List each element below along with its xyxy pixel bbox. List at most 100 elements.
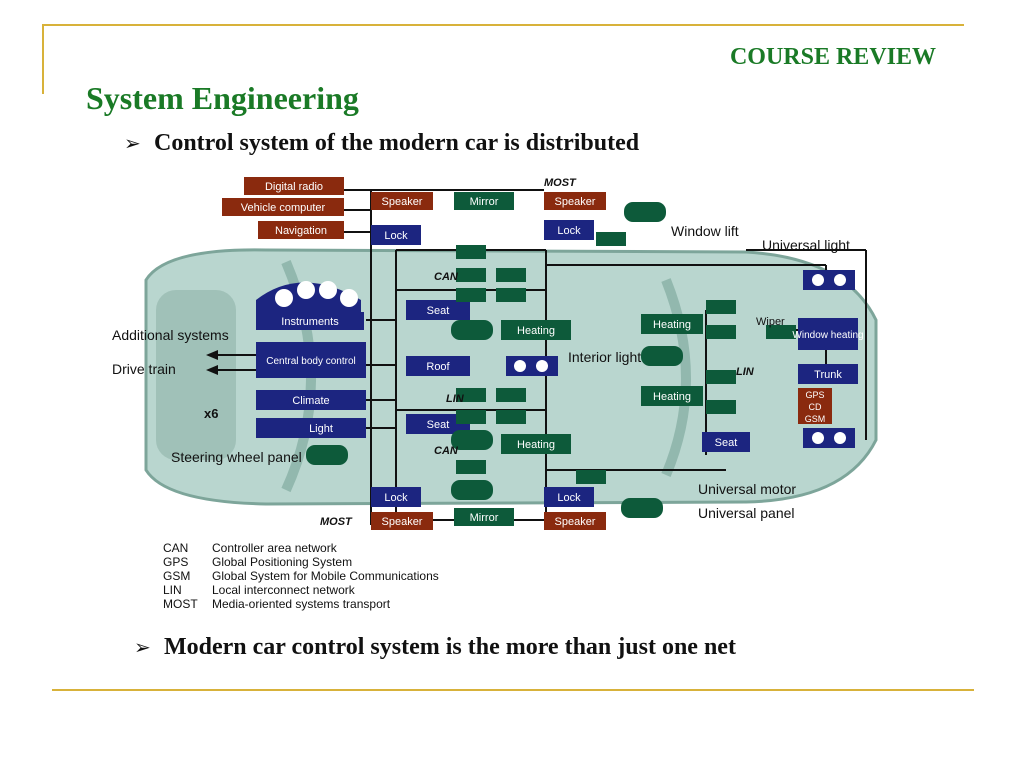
bullet-arrow-icon: ➢ <box>134 635 151 659</box>
lamp-icon <box>536 360 548 372</box>
heating-right-front-label: Heating <box>653 319 691 331</box>
lock-rear-left-label: Lock <box>384 492 408 504</box>
wiper-label: Wiper <box>756 316 785 328</box>
speaker-front-left-label: Speaker <box>382 196 423 208</box>
can-bus-label: CAN <box>434 271 459 283</box>
gauge-icon <box>340 289 358 307</box>
lamp-icon <box>812 432 824 444</box>
seat-right-label: Seat <box>715 437 738 449</box>
climate-box <box>256 390 366 410</box>
lock-rear-right-label: Lock <box>557 492 581 504</box>
interior-light-box <box>506 356 558 376</box>
gauge-icon <box>297 281 315 299</box>
legend-abbr: LIN <box>163 583 182 597</box>
lock-front-left-label: Lock <box>384 230 408 242</box>
vehicle-computer-box <box>222 198 344 216</box>
climate-label: Climate <box>292 395 329 407</box>
heating-front-label: Heating <box>517 325 555 337</box>
dash-modules: Instruments Central body control Climate… <box>256 281 366 438</box>
window-lift-label: Window lift <box>671 223 739 239</box>
slide-title: System Engineering <box>86 80 359 116</box>
lamp-icon <box>812 274 824 286</box>
interior-light-label: Interior light <box>568 349 641 365</box>
central-body-control-label: Central body control <box>266 356 356 367</box>
gsm-label: GSM <box>805 414 826 424</box>
legend-text: Local interconnect network <box>212 583 356 597</box>
legend: CAN Controller area network GPS Global P… <box>163 541 439 611</box>
seat-front-left-label: Seat <box>427 305 450 317</box>
car-network-diagram: Digital radio Vehicle computer Navigatio… <box>112 177 878 611</box>
legend-text: Media-oriented systems transport <box>212 597 391 611</box>
most-bus-label: MOST <box>544 177 577 189</box>
frame-bottom-rule <box>52 689 974 691</box>
universal-motor-label: Universal motor <box>698 481 796 497</box>
gauge-icon <box>275 289 293 307</box>
frame-top-rule <box>42 24 964 26</box>
heating-right-rear-label: Heating <box>653 391 691 403</box>
far-right-nodes: Window heating Trunk GPS CD GSM <box>792 270 864 448</box>
gauge-icon <box>319 281 337 299</box>
car-engine-block <box>156 290 236 460</box>
bullet-arrow-icon: ➢ <box>124 131 141 155</box>
additional-arrow-icon <box>206 350 218 360</box>
legend-text: Global System for Mobile Communications <box>212 569 439 583</box>
legend-abbr: GSM <box>163 569 190 583</box>
instruments-label: Instruments <box>281 316 339 328</box>
panel-icons <box>306 202 683 518</box>
callouts: Window lift Universal light Wiper Additi… <box>112 223 850 521</box>
lin-bus-label: LIN <box>736 366 755 378</box>
x6-label: x6 <box>204 406 218 421</box>
right-nodes: Speaker Lock Lock Speaker Heating Heatin… <box>544 192 750 530</box>
mirror-rear-label: Mirror <box>470 512 499 524</box>
steering-wheel-panel-label: Steering wheel panel <box>171 449 302 465</box>
cd-label: CD <box>809 402 822 412</box>
digital-radio-box <box>244 177 344 195</box>
speaker-rear-left-label: Speaker <box>382 516 423 528</box>
universal-light-label: Universal light <box>762 237 850 253</box>
legend-abbr: GPS <box>163 555 188 569</box>
instruments-box <box>256 312 364 330</box>
drive-train-label: Drive train <box>112 361 176 377</box>
course-review-header: COURSE REVIEW <box>729 44 936 70</box>
universal-panel-label: Universal panel <box>698 505 795 521</box>
additional-systems-label: Additional systems <box>112 327 229 343</box>
heating-rear-label: Heating <box>517 439 555 451</box>
central-body-control-box <box>256 342 366 378</box>
most-bus-label: MOST <box>320 516 353 528</box>
digital-radio-label: Digital radio <box>265 181 323 193</box>
lock-front-right-label: Lock <box>557 225 581 237</box>
bullet-1: ➢Control system of the modern car is dis… <box>124 130 639 157</box>
vehicle-computer-label: Vehicle computer <box>241 202 326 214</box>
motor-icons <box>456 232 796 484</box>
trunk-label: Trunk <box>814 369 842 381</box>
car-rear-window <box>661 278 691 477</box>
left-media-boxes: Digital radio Vehicle computer Navigatio… <box>222 177 344 239</box>
drive-train-arrow-icon <box>206 365 218 375</box>
rear-light-box <box>803 428 855 448</box>
lamp-icon <box>514 360 526 372</box>
window-heating-label: Window heating <box>792 330 863 341</box>
light-label: Light <box>309 423 333 435</box>
navigation-label: Navigation <box>275 225 327 237</box>
center-nodes: Speaker Lock Seat Roof Seat Lock Speaker <box>371 192 470 530</box>
seat-rear-left-label: Seat <box>427 419 450 431</box>
bullet-2: ➢ Modern car control system is the more t… <box>134 634 736 661</box>
speaker-rear-right-label: Speaker <box>555 516 596 528</box>
roof-label: Roof <box>426 361 450 373</box>
navigation-box <box>258 221 344 239</box>
legend-abbr: CAN <box>163 541 188 555</box>
speaker-front-right-label: Speaker <box>555 196 596 208</box>
legend-abbr: MOST <box>163 597 198 611</box>
lamp-icon <box>834 274 846 286</box>
lin-bus-label: LIN <box>446 393 465 405</box>
gps-label: GPS <box>805 390 824 400</box>
legend-text: Global Positioning System <box>212 555 352 569</box>
can-bus-label: CAN <box>434 445 459 457</box>
bus-labels: MOST CAN LIN CAN MOST LIN <box>320 177 755 528</box>
light-box <box>256 418 366 438</box>
frame-left-rule <box>42 24 44 94</box>
mirror-front-label: Mirror <box>470 196 499 208</box>
lamp-icon <box>834 432 846 444</box>
legend-text: Controller area network <box>212 541 338 555</box>
bullet-2-text: Modern car control system is the more th… <box>164 634 736 660</box>
